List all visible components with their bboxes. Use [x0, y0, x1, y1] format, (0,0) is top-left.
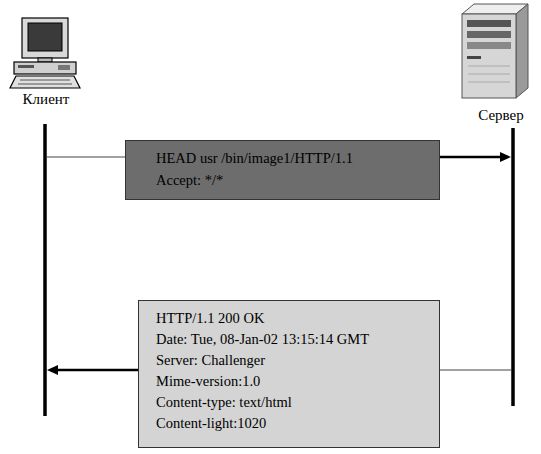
- arrow-shaft: [440, 370, 511, 371]
- lifeline: [43, 124, 47, 416]
- server-actor: Сервер: [452, 0, 541, 408]
- message-line: HEAD usr /bin/image1/HTTP/1.1: [156, 147, 439, 169]
- drive-bay: [467, 42, 511, 49]
- drive-slot: [58, 65, 70, 70]
- tower-side: [516, 4, 528, 98]
- tower-front: [462, 14, 516, 98]
- message-arrow: [440, 370, 511, 371]
- indicator: [467, 56, 481, 59]
- drive-bay: [467, 20, 511, 27]
- message-line: Date: Tue, 08-Jan-02 13:15:14 GMT: [156, 329, 439, 350]
- pc-icon: [10, 18, 80, 88]
- message-line: Server: Challenger: [156, 350, 439, 371]
- monitor-screen: [28, 23, 62, 51]
- arrow-shaft: [47, 157, 125, 158]
- lifeline: [511, 128, 515, 406]
- actor-label: Клиент: [4, 91, 88, 108]
- message-line: Accept: */*: [156, 169, 439, 191]
- server-icon: [462, 4, 528, 98]
- message-line: HTTP/1.1 200 OK: [156, 308, 439, 329]
- arrow-shaft: [58, 369, 138, 372]
- system-unit: [14, 62, 76, 74]
- vent-line: [468, 74, 510, 75]
- client-actor: Клиент: [4, 0, 88, 418]
- arrow-head: [47, 365, 58, 375]
- message-arrow: [47, 365, 138, 375]
- message-line: Content-type: text/html: [156, 392, 439, 413]
- message-line: Content-light:1020: [156, 413, 439, 434]
- message-arrow: [440, 152, 511, 162]
- vent-line: [468, 66, 510, 67]
- keyboard: [10, 76, 80, 88]
- vent-line: [468, 82, 510, 83]
- arrow-shaft: [440, 156, 500, 159]
- request-box: HEAD usr /bin/image1/HTTP/1.1Accept: */*: [125, 140, 440, 200]
- arrow-head: [500, 152, 511, 162]
- response-box: HTTP/1.1 200 OKDate: Tue, 08-Jan-02 13:1…: [138, 300, 440, 448]
- drive-bay: [467, 31, 511, 38]
- keyboard-keys: [20, 80, 70, 81]
- message-arrow: [47, 157, 125, 158]
- message-line: Mime-version:1.0: [156, 371, 439, 392]
- actor-label: Сервер: [464, 107, 538, 124]
- keyboard-keys: [18, 84, 72, 85]
- monitor-case: [22, 18, 68, 58]
- drive-slot: [18, 65, 34, 68]
